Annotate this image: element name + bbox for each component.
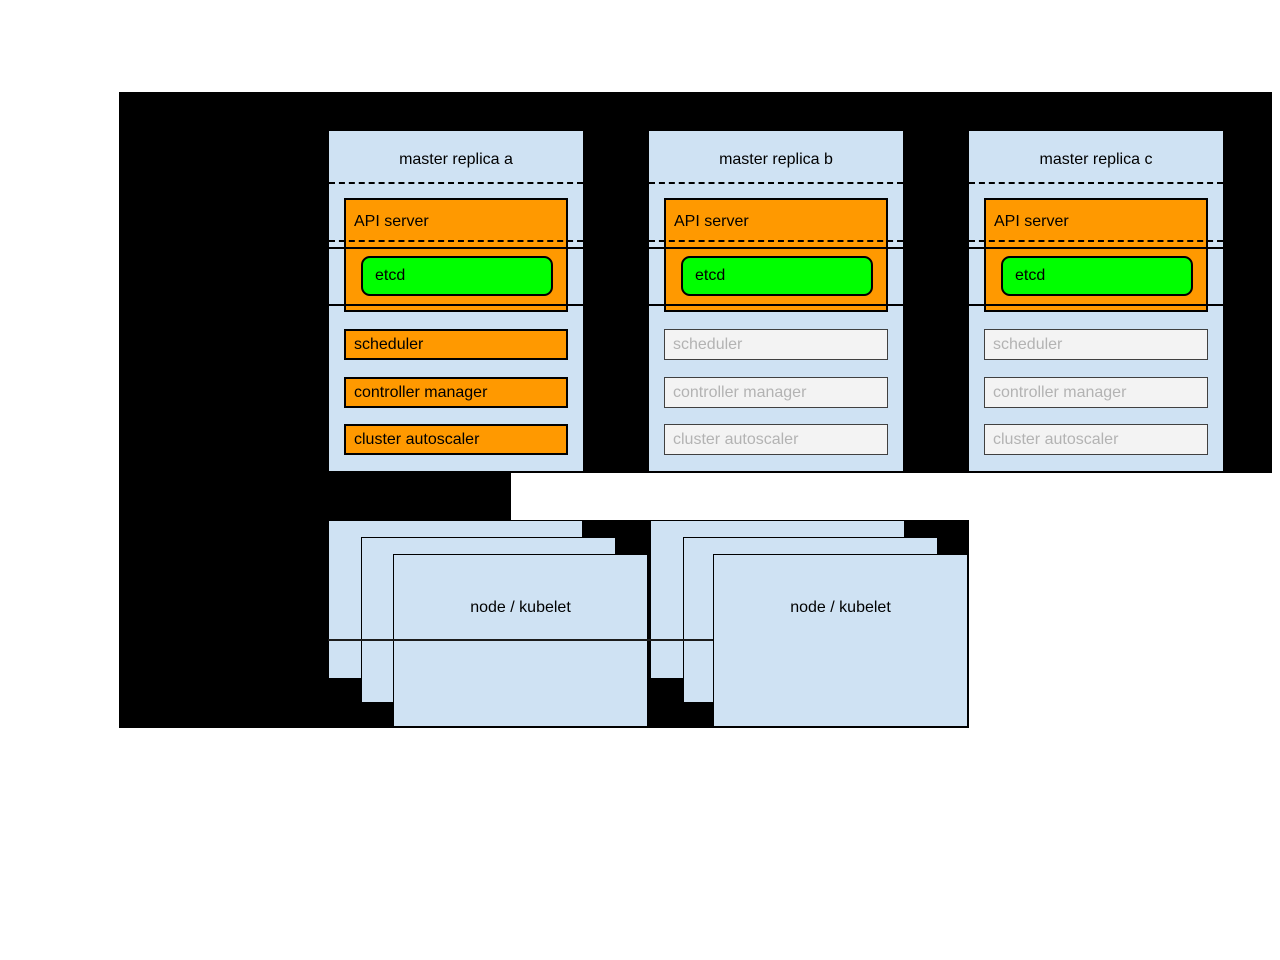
section-divider-solid <box>649 304 903 306</box>
scheduler-box: scheduler <box>344 329 568 360</box>
etcd-box: etcd <box>681 256 873 296</box>
cluster-autoscaler-box: cluster autoscaler <box>344 424 568 455</box>
section-divider-solid <box>969 304 1223 306</box>
etcd-label: etcd <box>1015 267 1046 284</box>
black-background-left <box>119 473 511 520</box>
controller-manager-box: controller manager <box>984 377 1208 408</box>
node-kubelet-box-front: node / kubelet <box>713 554 968 727</box>
master-replica-c-panel: master replica c API server etcd schedul… <box>968 130 1224 472</box>
cluster-autoscaler-box: cluster autoscaler <box>984 424 1208 455</box>
section-divider-solid <box>329 304 583 306</box>
section-divider-dashed <box>969 182 1223 184</box>
master-replica-b-panel: master replica b API server etcd schedul… <box>648 130 904 472</box>
api-server-label: API server <box>994 213 1069 230</box>
etcd-box: etcd <box>361 256 553 296</box>
replica-title: master replica c <box>1039 151 1153 168</box>
section-divider-dashed <box>969 240 1223 242</box>
cluster-autoscaler-box: cluster autoscaler <box>664 424 888 455</box>
scheduler-box: scheduler <box>664 329 888 360</box>
controller-manager-box: controller manager <box>344 377 568 408</box>
etcd-box: etcd <box>1001 256 1193 296</box>
section-divider-dashed <box>329 182 583 184</box>
controller-manager-box: controller manager <box>664 377 888 408</box>
replica-title: master replica b <box>719 151 833 168</box>
node-kubelet-label: node / kubelet <box>790 599 891 616</box>
section-divider-dashed <box>649 240 903 242</box>
section-divider-solid <box>649 247 903 249</box>
section-divider-dashed <box>649 182 903 184</box>
etcd-label: etcd <box>375 267 406 284</box>
section-divider-solid <box>329 247 583 249</box>
node-kubelet-label: node / kubelet <box>470 599 571 616</box>
api-server-label: API server <box>674 213 749 230</box>
master-replica-a-panel: master replica a API server etcd schedul… <box>328 130 584 472</box>
scheduler-box: scheduler <box>984 329 1208 360</box>
section-divider-solid <box>969 247 1223 249</box>
api-server-label: API server <box>354 213 429 230</box>
etcd-label: etcd <box>695 267 726 284</box>
replica-title: master replica a <box>399 151 513 168</box>
section-divider-dashed <box>329 240 583 242</box>
node-section-divider-line <box>328 639 715 641</box>
